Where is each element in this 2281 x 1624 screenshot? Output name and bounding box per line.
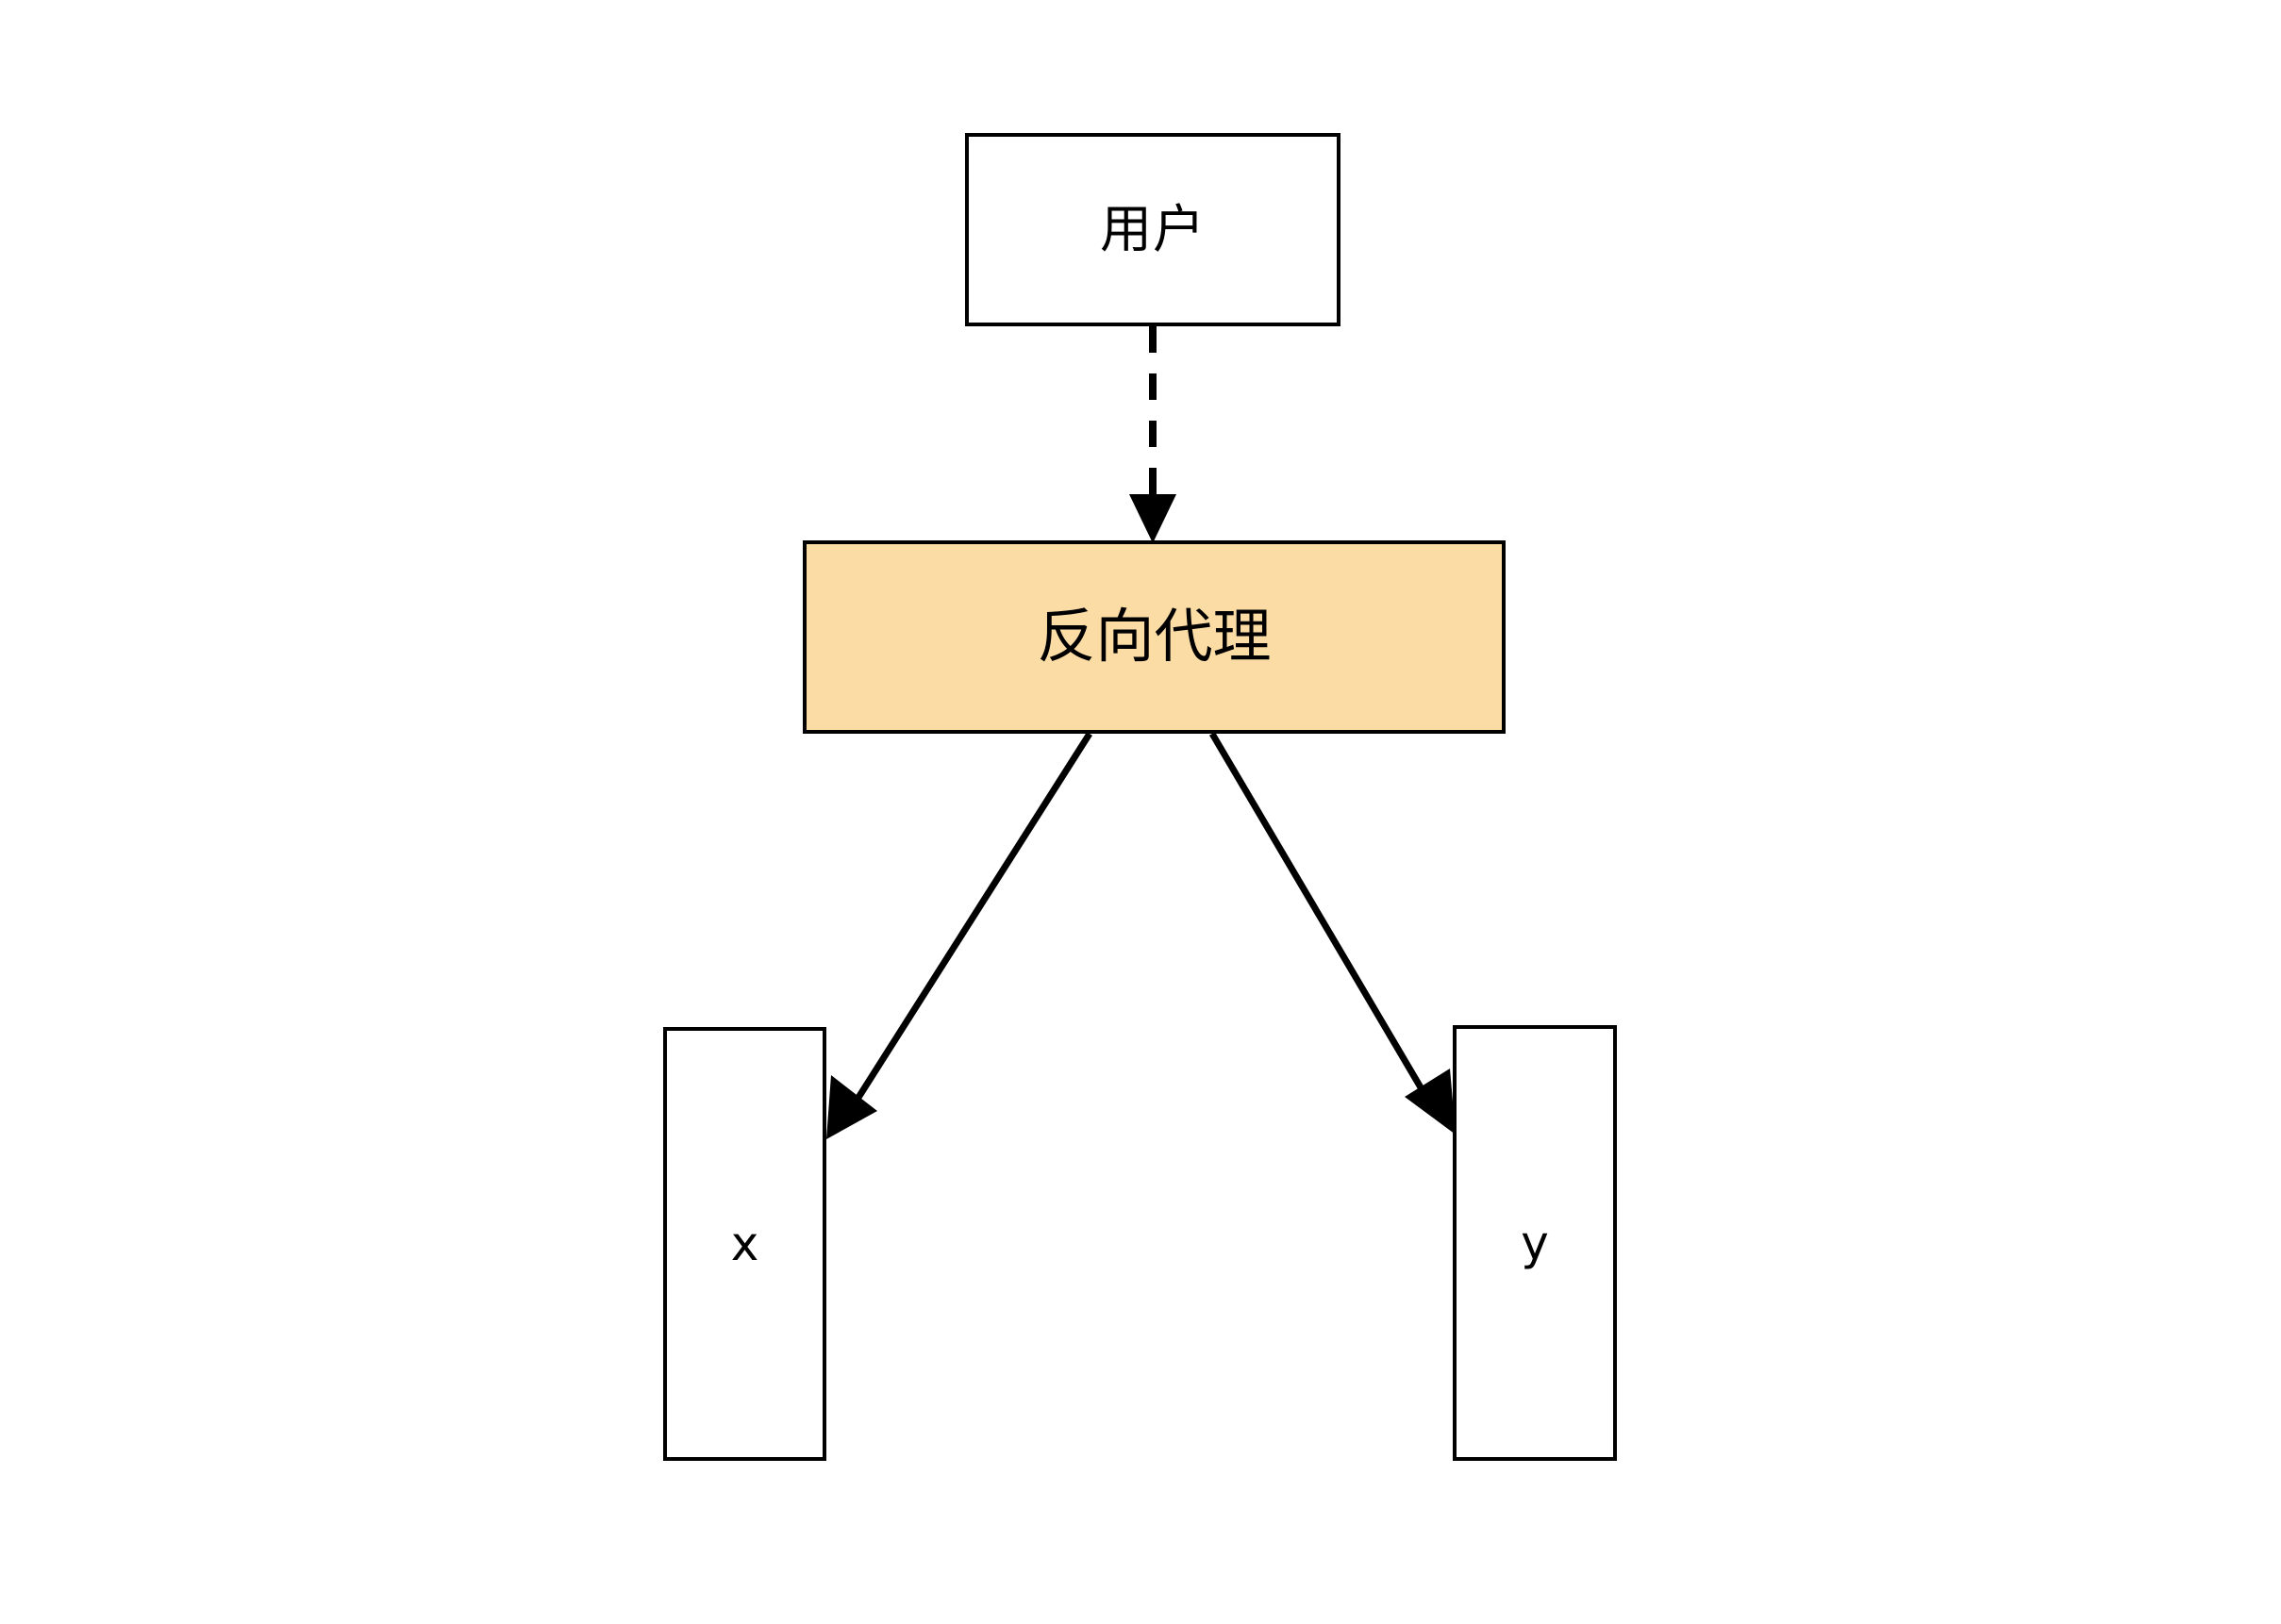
node-x-label: x (730, 1216, 759, 1271)
node-y[interactable]: y (1453, 1025, 1617, 1461)
edge-proxy-to-x (826, 732, 1092, 1139)
node-reverse-proxy-label: 反向代理 (1037, 602, 1272, 671)
node-user-label: 用户 (1099, 199, 1206, 260)
node-x[interactable]: x (663, 1027, 826, 1461)
edge-proxy-to-y-arrowhead (1405, 1069, 1456, 1135)
edge-user-to-proxy (1129, 326, 1176, 543)
edge-proxy-to-x-line (852, 732, 1092, 1105)
node-y-label: y (1521, 1215, 1549, 1270)
edge-user-to-proxy-arrowhead (1129, 494, 1176, 543)
node-reverse-proxy[interactable]: 反向代理 (803, 540, 1506, 734)
edge-proxy-to-x-arrowhead (826, 1075, 877, 1139)
edge-proxy-to-y-line (1208, 732, 1431, 1101)
edge-proxy-to-y (1208, 732, 1456, 1135)
node-user[interactable]: 用户 (965, 133, 1340, 326)
